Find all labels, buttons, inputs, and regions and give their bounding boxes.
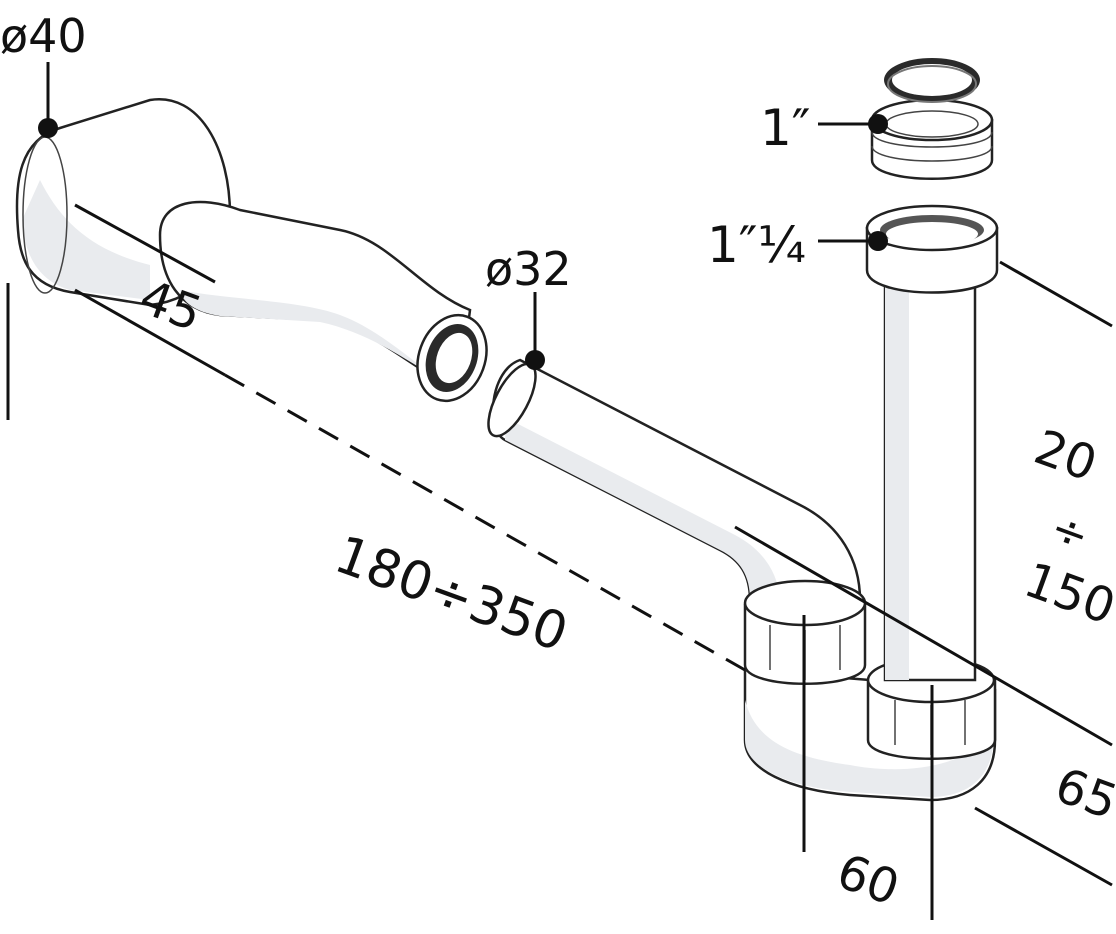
- label-height-divide: ÷: [1044, 502, 1096, 563]
- callout-leaders: [38, 62, 888, 370]
- label-length-60: 60: [830, 843, 907, 917]
- label-thread-1: 1″: [760, 99, 811, 157]
- vertical-tube: [865, 204, 999, 682]
- thread-adapter: [870, 98, 994, 180]
- sealing-washer: [884, 58, 980, 103]
- connecting-tube: [487, 358, 862, 602]
- label-height-150: 150: [1017, 552, 1116, 636]
- callout-dot-d40: [38, 118, 58, 138]
- label-length-180-350: 180÷350: [327, 525, 575, 664]
- label-thread-1-1-4: 1″¼: [707, 216, 806, 274]
- dimension-lines: [6, 203, 1113, 920]
- callout-dot-thread-1: [868, 114, 888, 134]
- label-diameter-40: ø40: [0, 9, 87, 63]
- label-diameter-32: ø32: [485, 242, 572, 296]
- callout-dot-d32: [525, 350, 545, 370]
- label-height-20: 20: [1027, 419, 1104, 493]
- label-length-65: 65: [1048, 757, 1116, 831]
- wall-flange-elbow: [15, 98, 488, 403]
- callout-dot-thread-1-1-4: [868, 231, 888, 251]
